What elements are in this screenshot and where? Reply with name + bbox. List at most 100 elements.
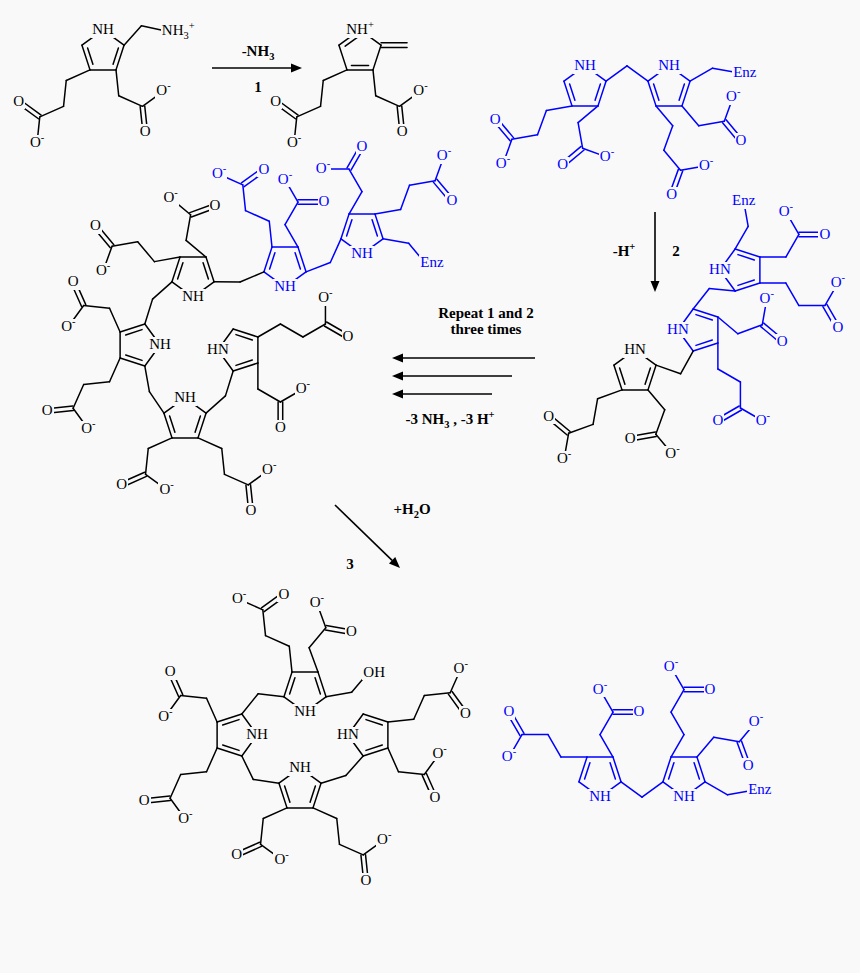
atom-label: O bbox=[818, 227, 831, 243]
bond-line bbox=[578, 106, 598, 123]
text-run: O bbox=[460, 705, 471, 721]
reaction-label: 3 bbox=[345, 557, 355, 573]
atom-label: O- bbox=[80, 421, 96, 437]
atom-label: O bbox=[445, 193, 458, 209]
atom-label: O- bbox=[592, 682, 608, 698]
text-run: O bbox=[502, 748, 513, 764]
bond-line bbox=[717, 343, 719, 369]
text-run: NH bbox=[658, 57, 680, 73]
atom-label: O bbox=[831, 320, 844, 336]
bond-line bbox=[198, 438, 222, 449]
text-run: O bbox=[413, 82, 424, 98]
atom-label: O bbox=[164, 664, 177, 680]
text-run: - bbox=[790, 201, 794, 212]
atom-label: O- bbox=[315, 161, 331, 177]
text-run: O bbox=[164, 189, 175, 205]
atom-label: O bbox=[356, 139, 369, 155]
text-run: - bbox=[675, 656, 679, 667]
bond-line bbox=[414, 696, 425, 720]
bond-line bbox=[735, 249, 760, 257]
bond-line bbox=[224, 474, 248, 485]
bond-line bbox=[323, 70, 347, 81]
bond-line bbox=[598, 390, 622, 399]
atom-label: O bbox=[735, 133, 748, 149]
bond-line bbox=[258, 694, 284, 697]
atom-label: O bbox=[209, 198, 222, 214]
bond-line bbox=[664, 126, 673, 150]
text-run: O bbox=[705, 681, 716, 697]
bond-line bbox=[270, 253, 275, 269]
bond-line bbox=[120, 358, 145, 366]
bond-line bbox=[579, 757, 587, 782]
arrow-shaft bbox=[403, 357, 535, 359]
atom-label: O bbox=[277, 587, 290, 603]
text-run: O bbox=[490, 111, 501, 127]
atom-label: NH bbox=[293, 704, 317, 720]
atom-label: O bbox=[396, 124, 409, 140]
bond-line bbox=[138, 242, 155, 262]
atom-label: O- bbox=[177, 811, 193, 827]
bond-line bbox=[578, 123, 583, 149]
atom-label: O bbox=[274, 420, 287, 436]
atom-label: O- bbox=[556, 451, 572, 467]
bond-line bbox=[64, 80, 67, 106]
atom-label: O bbox=[41, 403, 54, 419]
bond-line bbox=[222, 448, 225, 474]
bond-line bbox=[145, 366, 150, 392]
bond-line bbox=[569, 424, 593, 433]
text-run: Enz bbox=[748, 781, 771, 797]
atom-label: O bbox=[115, 477, 128, 493]
bond-line bbox=[310, 786, 315, 802]
bond-line bbox=[735, 226, 748, 249]
atom-label: NH bbox=[181, 289, 205, 305]
bond-line bbox=[613, 757, 621, 782]
atom-label: O bbox=[230, 847, 243, 863]
bond-line bbox=[40, 106, 64, 117]
text-run: O bbox=[496, 155, 507, 171]
bond-line bbox=[88, 48, 93, 64]
atom-label: O bbox=[776, 334, 789, 350]
arrow-head bbox=[392, 372, 403, 381]
text-run: + bbox=[189, 20, 195, 31]
bond-line bbox=[66, 70, 90, 81]
atom-label: O- bbox=[158, 482, 174, 498]
atom-label: NH bbox=[588, 789, 612, 805]
atom-label: O bbox=[542, 409, 555, 425]
text-run: O bbox=[287, 134, 298, 150]
bond-line bbox=[347, 220, 352, 236]
bond-line bbox=[272, 246, 298, 248]
text-run: O bbox=[557, 156, 568, 172]
bond-line bbox=[217, 748, 242, 756]
bond-line bbox=[697, 757, 705, 782]
bond-line bbox=[347, 69, 373, 71]
bond-line bbox=[84, 306, 110, 309]
text-run: - bbox=[604, 679, 608, 690]
bond-line bbox=[349, 192, 362, 215]
bond-line bbox=[714, 737, 740, 742]
bond-line bbox=[280, 324, 303, 337]
bond-line bbox=[297, 106, 321, 117]
bond-line bbox=[170, 774, 181, 798]
text-run: - bbox=[448, 145, 452, 156]
atom-label: O bbox=[345, 624, 358, 640]
bond-line bbox=[266, 636, 290, 647]
bond-line bbox=[207, 698, 218, 722]
text-run: O bbox=[777, 333, 788, 349]
atom-label: O bbox=[342, 329, 355, 345]
text-run: Repeat 1 and 2 three times bbox=[438, 305, 533, 337]
text-run: - bbox=[169, 706, 173, 717]
bond-line bbox=[326, 692, 352, 697]
atom-label: O bbox=[257, 162, 270, 178]
text-run: O bbox=[96, 262, 107, 278]
text-run: 3 bbox=[346, 556, 354, 572]
bond-line bbox=[694, 763, 699, 779]
bond-line bbox=[696, 340, 712, 345]
text-run: Enz bbox=[732, 192, 755, 208]
bond-line bbox=[622, 389, 648, 391]
bond-line bbox=[656, 105, 682, 107]
bond-line bbox=[648, 81, 656, 106]
text-run: O bbox=[665, 445, 676, 461]
arrow-shaft bbox=[335, 505, 392, 560]
